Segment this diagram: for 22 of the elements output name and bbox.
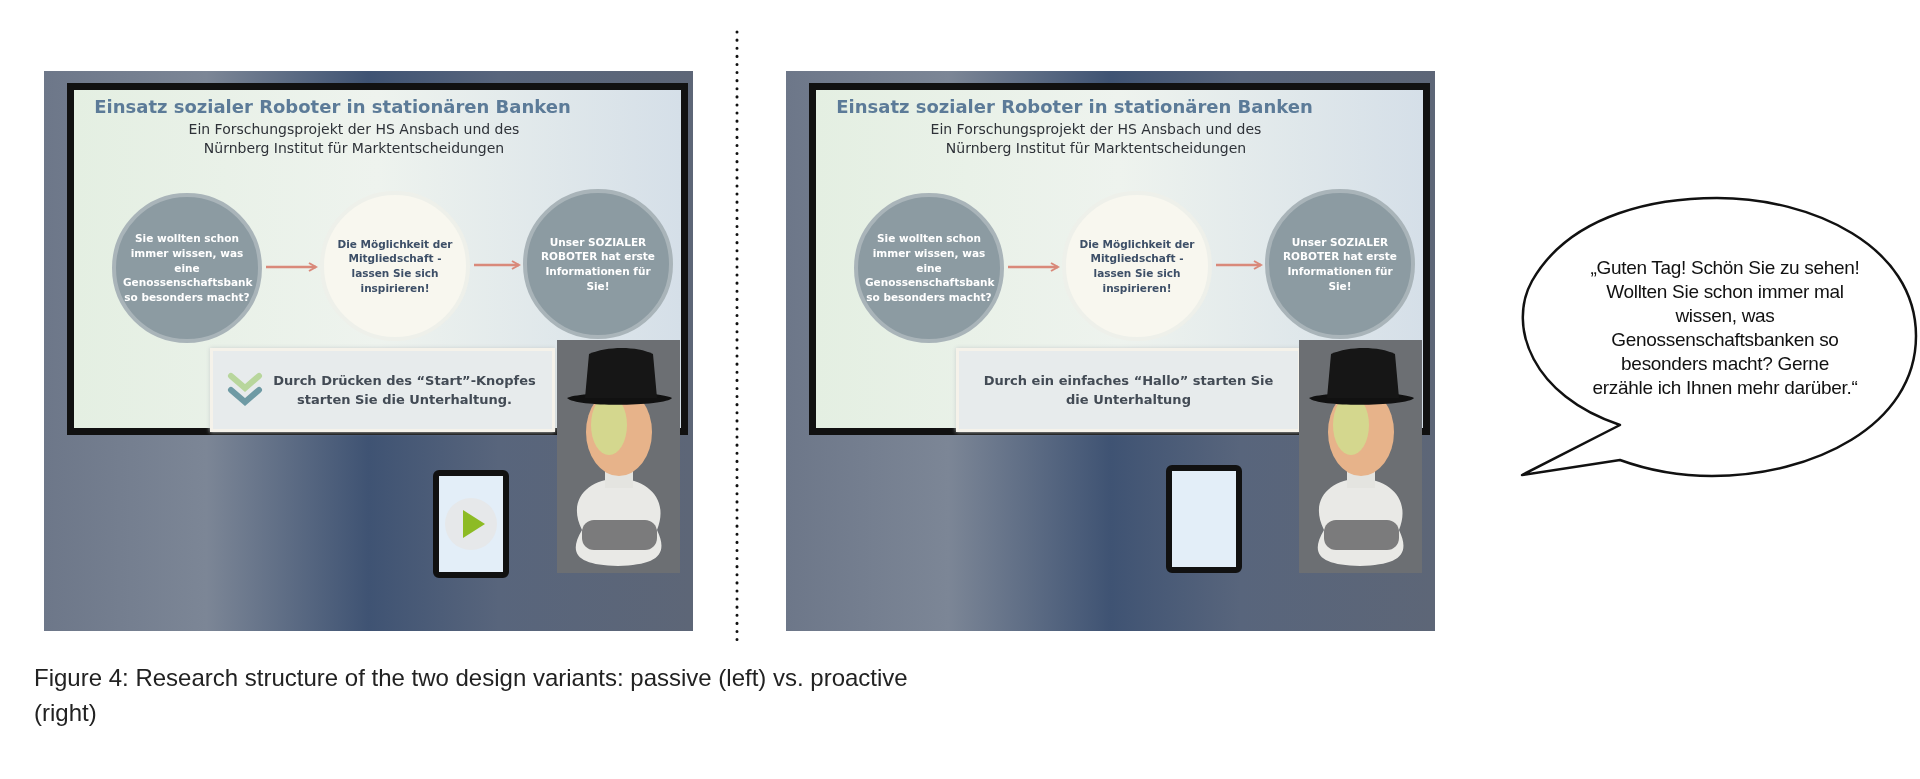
- arrow: [474, 260, 520, 270]
- speech-text: „Guten Tag! Schön Sie zu sehen! Wollten Sie schon immer mal wissen, was Genossenschaftsbanken so besonders macht? Gerne erzähle ich Ihnen mehr darüber.“: [1590, 256, 1860, 400]
- presentation-screen: [809, 83, 1430, 435]
- circle-text: Die Möglichkeit der Mitgliedschaft - lassen Sie sich inspirieren!: [336, 236, 454, 296]
- screen-title: Einsatz sozialer Roboter in stationären Banken: [93, 96, 572, 117]
- circle-text: Sie wollten schon immer wissen, was eine Genossenschaftsbank so besonders macht?: [865, 231, 993, 305]
- circle-text: Sie wollten schon immer wissen, was eine Genossenschaftsbank so besonders macht?: [123, 231, 251, 305]
- screen-subtitle: Ein Forschungsprojekt der HS Ansbach und des Nürnberg Institut für Marktentscheidungen: [187, 120, 521, 158]
- instruction-panel: [956, 348, 1301, 432]
- arrow: [266, 262, 317, 272]
- instruction-panel: [210, 348, 555, 432]
- instruction-text: Durch ein einfaches “Hallo” starten Sie die Unterhaltung: [982, 371, 1275, 409]
- arrow: [1008, 262, 1059, 272]
- screen-subtitle: Ein Forschungsprojekt der HS Ansbach und des Nürnberg Institut für Marktentscheidungen: [929, 120, 1263, 158]
- circle-text: Die Möglichkeit der Mitgliedschaft - lassen Sie sich inspirieren!: [1078, 236, 1196, 296]
- circle-text: Unser SOZIALER ROBOTER hat erste Informationen für Sie!: [540, 234, 656, 294]
- presentation-screen: [67, 83, 688, 435]
- circle-text: Unser SOZIALER ROBOTER hat erste Informationen für Sie!: [1282, 234, 1398, 294]
- instruction-text: Durch Drücken des “Start”-Knopfes starten Sie die Unterhaltung.: [272, 371, 537, 409]
- figure-caption: Figure 4: Research structure of the two design variants: passive (left) vs. proactive (right): [34, 663, 909, 728]
- arrow: [1216, 260, 1262, 270]
- screen-title: Einsatz sozialer Roboter in stationären Banken: [835, 96, 1314, 117]
